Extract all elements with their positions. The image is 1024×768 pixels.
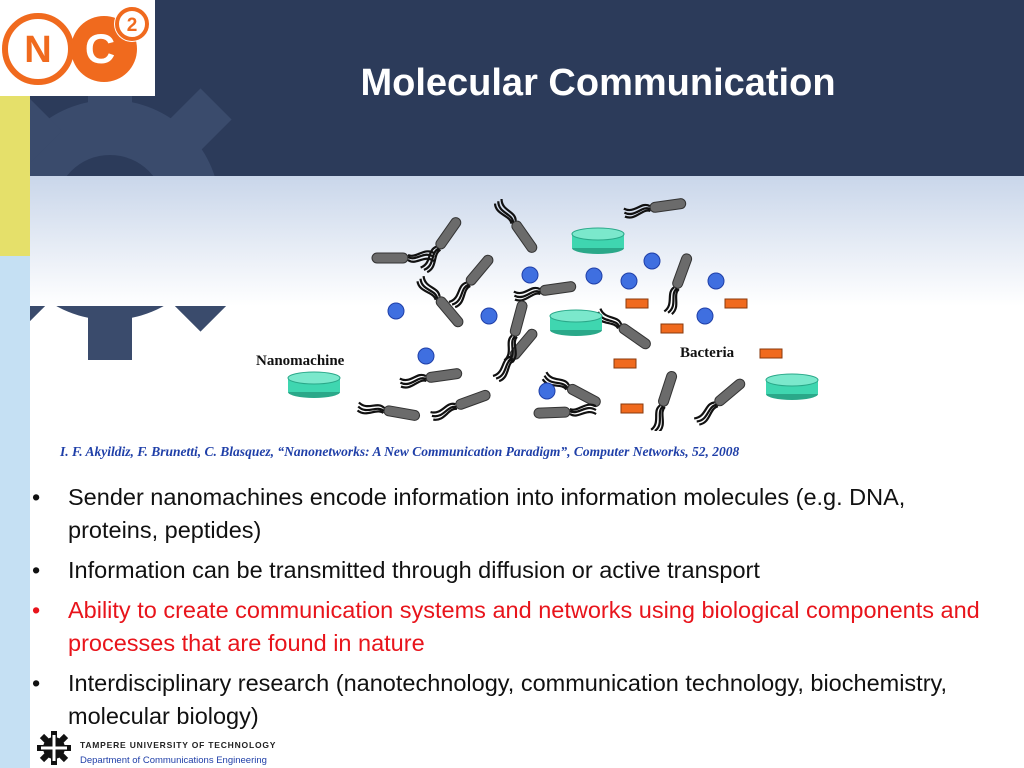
nanomachine-label: Nanomachine: [256, 353, 345, 369]
citation: I. F. Akyildiz, F. Brunetti, C. Blasquez…: [60, 444, 740, 459]
bacterium: [661, 251, 696, 316]
bacterium: [446, 252, 498, 310]
peptide-molecule: [724, 298, 748, 309]
bacterium: [648, 369, 681, 431]
nanomachine: [765, 373, 819, 401]
logo-superscript: 2: [127, 15, 138, 36]
nc2-logo: N C 2: [0, 0, 155, 96]
bullet-item: Information can be transmitted through d…: [30, 554, 990, 587]
information-molecule: [417, 347, 435, 365]
peptide-molecule: [620, 403, 644, 414]
bacterium: [398, 366, 464, 390]
peptide-molecule: [625, 298, 649, 309]
information-molecule: [480, 307, 498, 325]
university-name: TAMPERE UNIVERSITY OF TECHNOLOGY: [80, 740, 277, 750]
bacterium: [356, 399, 422, 424]
bullet-item: Sender nanomachines encode information i…: [30, 481, 990, 547]
bacterium: [501, 298, 531, 364]
department-name: Department of Communications Engineering: [80, 755, 267, 766]
accent-stripe-blue: [0, 256, 30, 768]
bacterium: [532, 403, 598, 420]
information-molecule: [696, 307, 714, 325]
bacterium: [512, 279, 578, 303]
bacterium: [370, 250, 436, 265]
nanomachine: [287, 371, 341, 399]
nanomachine: [571, 227, 625, 255]
information-molecule: [387, 302, 405, 320]
bacterium: [622, 196, 688, 220]
peptide-molecule: [759, 348, 783, 359]
nc2-logo-icon: N C 2: [2, 6, 150, 85]
bacterium: [492, 196, 540, 257]
information-molecule: [521, 266, 539, 284]
bullet-item: Interdisciplinary research (nanotechnolo…: [30, 667, 990, 733]
peptide-molecule: [613, 358, 637, 369]
bacterium: [691, 375, 749, 427]
information-molecule: [643, 252, 661, 270]
bullet-item-highlight: Ability to create communication systems …: [30, 594, 990, 660]
accent-stripe-yellow: [0, 96, 30, 256]
information-molecule: [538, 382, 556, 400]
tut-gear-logo-icon: [37, 731, 71, 765]
slide-title: Molecular Communication: [360, 62, 836, 104]
logo-letter-n: N: [24, 29, 51, 71]
information-molecule: [707, 272, 725, 290]
molecular-communication-figure: [287, 196, 819, 431]
bacteria-label: Bacteria: [680, 345, 735, 361]
peptide-molecule: [660, 323, 684, 334]
nanomachine: [549, 309, 603, 337]
gradient-band: [0, 176, 1024, 306]
information-molecule: [585, 267, 603, 285]
bacterium: [428, 387, 494, 423]
bacterium: [593, 305, 654, 354]
footer: TAMPERE UNIVERSITY OF TECHNOLOGY Departm…: [36, 728, 336, 768]
bacterium: [417, 214, 466, 275]
bullet-list: Sender nanomachines encode information i…: [30, 481, 990, 740]
information-molecule: [620, 272, 638, 290]
logo-letter-c: C: [85, 25, 115, 72]
